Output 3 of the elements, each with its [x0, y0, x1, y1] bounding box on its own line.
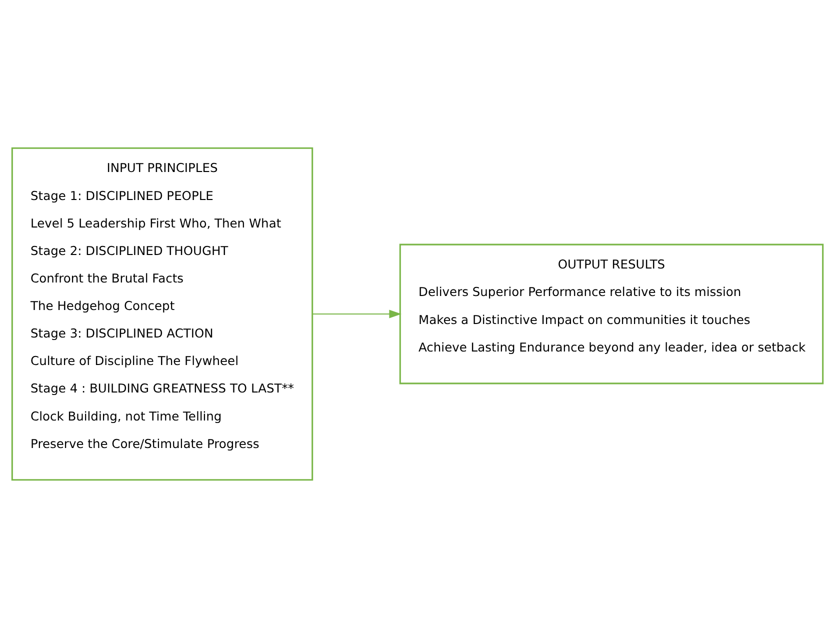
node-box: OUTPUT RESULTS Delivers Superior Performance relative to its mission Makes a Distinctive Impact on communities it touches Achieve Lasting Endurance beyond any leader, idea or setback: [399, 243, 824, 384]
arrow: [312, 309, 402, 318]
node-box: INPUT PRINCIPLES Stage 1: DISCIPLINED PEOPLE Level 5 Leadership First Who, Then What Stage 2: DISCIPLINED THOUGHT Confront the Brutal Facts The Hedgehog Concept Stage 3: DISCIPLINED ACTION Culture of Discipline The Flywheel Stage 4 : BUILDING GREATNESS TO LAST** Clock Building, not Time Telling Preserve the Core/Stimulate Progress: [11, 146, 314, 480]
